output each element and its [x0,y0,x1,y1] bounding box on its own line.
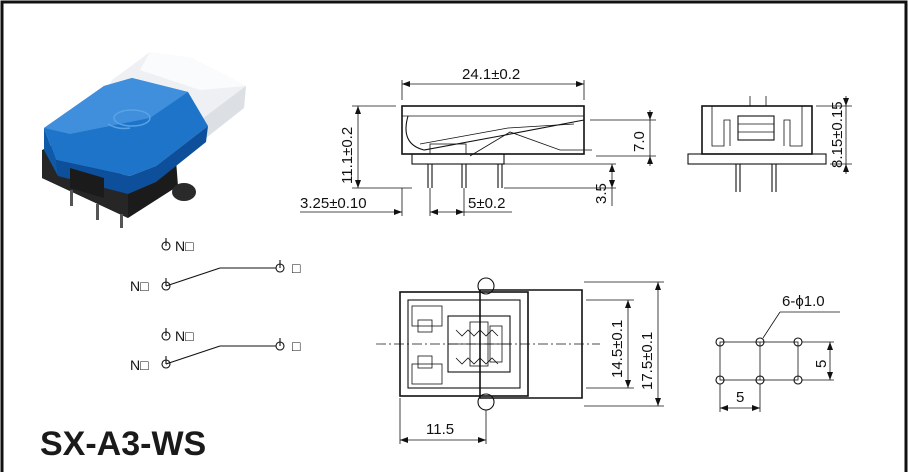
schematic-lower-common-label: N□ [130,357,149,373]
dim-end-height: 8.15±0.15 [829,101,846,168]
schematic-lower-top-label: N□ [175,328,194,344]
pcb-hole [755,337,765,347]
switch-schematic-lower: N□ N□ □ [130,328,301,373]
schematic-upper-right-label: □ [292,260,301,276]
schematic-lower-right-label: □ [292,338,301,354]
pcb-hole-layout: 6-ϕ1.0 5 5 [715,293,840,412]
dim-top-length: 11.5 [426,421,454,438]
dim-hole-spec: 6-ϕ1.0 [782,293,825,310]
side-view-drawing: 24.1±0.2 11.1±0.2 3.25±0.10 5±0.2 7.0 3.… [300,66,656,216]
product-photo [42,52,246,228]
switch-schematic-upper: N□ N□ □ [130,238,301,294]
dim-front-offset: 3.25±0.10 [300,195,367,212]
dim-pin-length: 3.5 [593,183,610,204]
dim-top-inner: 14.5±0.1 [609,320,626,378]
dim-side-height: 11.1±0.2 [339,127,356,184]
schematic-upper-common-label: N□ [130,278,149,294]
dim-top-outer: 17.5±0.1 [639,332,656,390]
dim-side-width: 24.1±0.2 [462,66,520,83]
dim-hole-pitch-h: 5 [736,389,744,406]
dim-hole-pitch-v: 5 [813,360,830,368]
dim-button-height: 7.0 [631,131,648,152]
end-view-drawing: 8.15±0.15 [687,96,852,192]
schematic-upper-top-label: N□ [175,238,194,254]
model-name: SX-A3-WS [40,425,206,463]
pcb-hole [715,337,725,347]
dim-pin-pitch: 5±0.2 [468,195,505,212]
top-view-drawing: 14.5±0.1 17.5±0.1 11.5 [376,277,664,444]
